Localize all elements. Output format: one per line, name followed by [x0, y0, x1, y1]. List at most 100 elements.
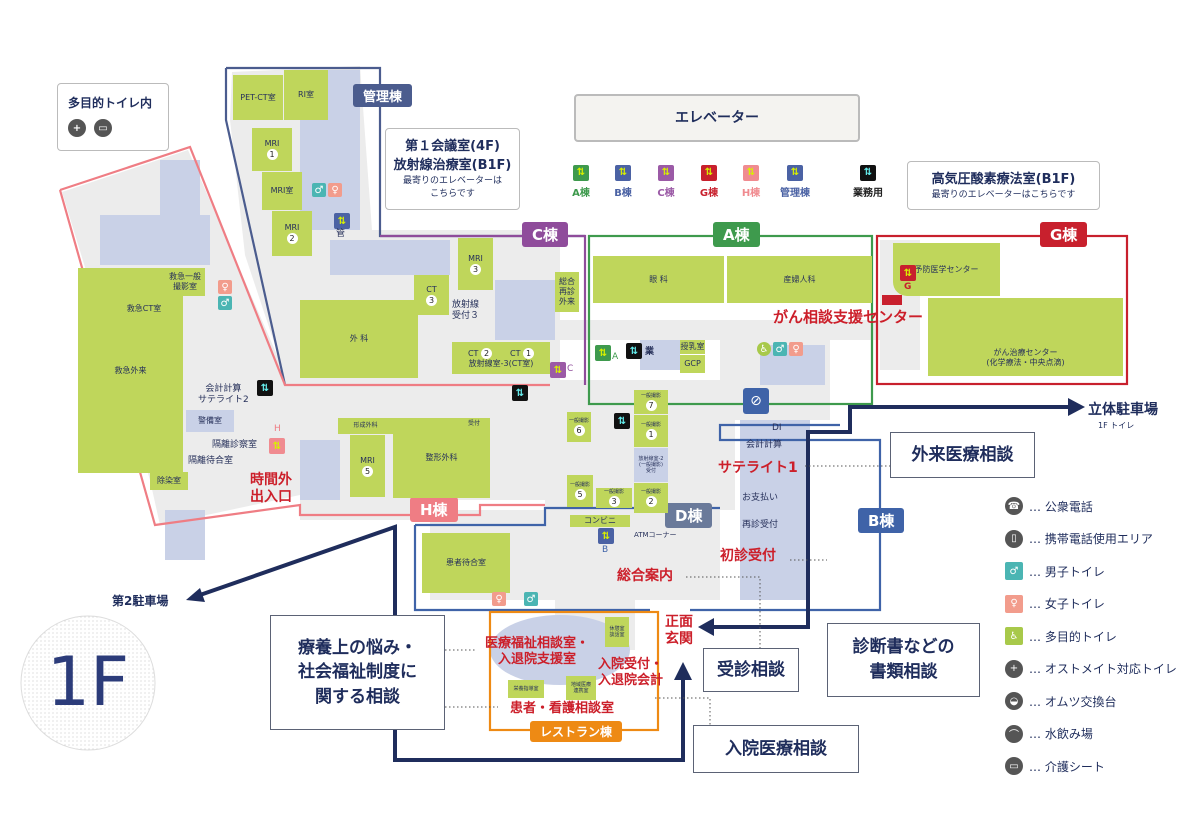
room-security: 警備室 [186, 410, 234, 432]
elevator-legend-label: 業務用 [853, 187, 883, 199]
after-hours-entrance[interactable]: 時間外 出入口 [250, 472, 292, 505]
elevator-b[interactable]: ⇅ [598, 528, 614, 544]
room-number: 2 [645, 495, 657, 507]
room-label: 一般撮影 [568, 418, 589, 425]
room-waiting: 患者待合室 [422, 533, 510, 593]
legend-item: ☎… 公衆電話 [1005, 497, 1093, 515]
mens-toilet-icon: ♂ [312, 183, 326, 197]
legend-label: … 介護シート [1029, 759, 1105, 774]
elevator-staff-3[interactable]: ⇅ [512, 385, 528, 401]
radiotherapy-title: 放射線治療室(B1F) [393, 158, 512, 173]
ct1-label: CT 1 [510, 347, 535, 359]
room-pet-ct: PET-CT室 [233, 75, 283, 120]
route-arrowheads [186, 398, 1085, 680]
womens-toilet-icon: ♀ [218, 280, 232, 294]
room-label: 一般撮影 [640, 393, 661, 400]
room-regional: 地域医療 連携室 [566, 676, 596, 700]
room-isolation-wait: 隔離待合室 [188, 456, 234, 466]
legend-label: … 女子トイレ [1029, 597, 1105, 611]
admission-reception[interactable]: 入院受付・ 入退院会計 [598, 657, 664, 688]
elevator-g[interactable]: ⇅ [900, 265, 916, 281]
toilet-icons-kanri: ♂ ♀ [312, 183, 342, 197]
room-label: CT [467, 348, 479, 358]
room-ophthalmology: 眼 科 [593, 256, 724, 303]
callout-outpatient[interactable]: 外来医療相談 [890, 432, 1035, 478]
room-nutrition: 栄養指導室 [508, 680, 544, 698]
general-information[interactable]: 総合案内 [617, 568, 673, 584]
elevator-c-label: C [567, 364, 574, 374]
elevator-staff-2[interactable]: ⇅ [257, 380, 273, 396]
room-number: 5 [362, 465, 373, 477]
elevator-icon: ⇅ [860, 164, 876, 181]
mens-toilet-icon: ♂ [524, 592, 538, 606]
care-seat-icon: ▭ [1005, 757, 1023, 775]
building-tag-b: B棟 [858, 508, 905, 533]
callout-welfare[interactable]: 療養上の悩み・ 社会福祉制度に 関する相談 [270, 615, 445, 730]
room-number: 1 [645, 428, 657, 440]
first-visit-reception[interactable]: 初診受付 [720, 548, 776, 564]
building-tag-d: D棟 [665, 503, 713, 528]
room-er-outpatient: 救急外来 [78, 268, 183, 473]
room-label: MRI [360, 455, 375, 465]
room-er-ct: 救急CT室 [122, 300, 166, 318]
multistory-parking[interactable]: 立体駐車場 [1088, 402, 1158, 418]
womens-toilet-icon: ♀ [492, 592, 506, 606]
hbo-elevator-note: 最寄りのエレベーターはこちらです [931, 190, 1076, 200]
elevator-staff-4[interactable]: ⇅ [614, 413, 630, 429]
room-obgyn: 産婦人科 [727, 256, 872, 303]
elevator-c[interactable]: ⇅ [550, 362, 566, 378]
second-parking[interactable]: 第2駐車場 [112, 594, 169, 608]
elevator-staff[interactable]: ⇅ [626, 343, 642, 359]
elevator-h[interactable]: ⇅ [269, 438, 285, 454]
legend-label: … オムツ交換台 [1029, 694, 1117, 709]
elevator-legend-item: ⇅G棟 [689, 160, 729, 199]
service-rooms [100, 70, 825, 685]
room-isolation-exam: 隔離診察室 [212, 440, 258, 450]
legend-item: ▯… 携帯電話使用エリア [1005, 529, 1153, 548]
patient-nurse-consult[interactable]: 患者・看護相談室 [510, 701, 615, 716]
di-label: DI [772, 423, 782, 433]
room-cancer-treatment: がん治療センター (化学療法・中央点滴) [928, 298, 1123, 376]
water-fountain-icon: ⌒ [1005, 724, 1023, 743]
elevator-kanri-label: 管 [336, 229, 346, 239]
elevator-note: 最寄りのエレベーターは こちらです [402, 176, 502, 199]
cancer-consult-center[interactable]: がん相談支援センター [773, 308, 924, 326]
satellite1-label[interactable]: サテライト1 [718, 460, 798, 476]
legend-item: ♀… 女子トイレ [1005, 594, 1105, 613]
callout-inpatient[interactable]: 入院医療相談 [693, 725, 859, 773]
elevator-a-label: A [612, 352, 619, 362]
multistory-parking-toilet-note: 1F トイレ [1098, 421, 1135, 430]
navigation-routes [199, 405, 1070, 762]
accessible-toilet-icon: ♿ [1005, 627, 1023, 645]
elevator-legend-item: ⇅H棟 [731, 160, 771, 199]
elevator-a[interactable]: ⇅ [595, 345, 611, 361]
elevator-legend-label: A棟 [572, 187, 590, 199]
toilet-icons-er: ♀ ♂ [218, 280, 232, 310]
room-plastic: 形成外科 [338, 418, 393, 434]
mens-toilet-icon: ♂ [773, 342, 787, 356]
accessible-toilet-icon: ♿ [757, 342, 771, 356]
callout-consult[interactable]: 受診相談 [703, 648, 799, 692]
elevator-legend-item: ⇅管理棟 [775, 160, 815, 199]
room-nursing: 授乳室 [680, 340, 705, 354]
room-decon: 除染室 [150, 472, 188, 490]
room-number: 1 [266, 149, 278, 160]
elevator-legend-item: ⇅A棟 [561, 160, 601, 199]
welfare-room[interactable]: 医療福祉相談室・ 入退院支援室 [485, 636, 590, 667]
callout-documents[interactable]: 診断書などの 書類相談 [827, 623, 980, 697]
room-number: 6 [573, 424, 585, 436]
room-ortho-reception: 受付 [468, 420, 481, 427]
legend-item: ⌒… 水飲み場 [1005, 724, 1093, 743]
elevator-legend: ⇅A棟⇅B棟⇅C棟⇅G棟⇅H棟⇅管理棟⇅業務用 [553, 160, 883, 200]
room-number: 2 [481, 347, 492, 359]
elevator-kanri[interactable]: ⇅ [334, 213, 350, 229]
main-entrance[interactable]: 正面 玄関 [665, 614, 693, 647]
toilet-icons-waiting: ♀ ♂ [492, 592, 538, 606]
room-gcp: GCP [680, 355, 705, 373]
legend-label: … 携帯電話使用エリア [1029, 532, 1153, 546]
